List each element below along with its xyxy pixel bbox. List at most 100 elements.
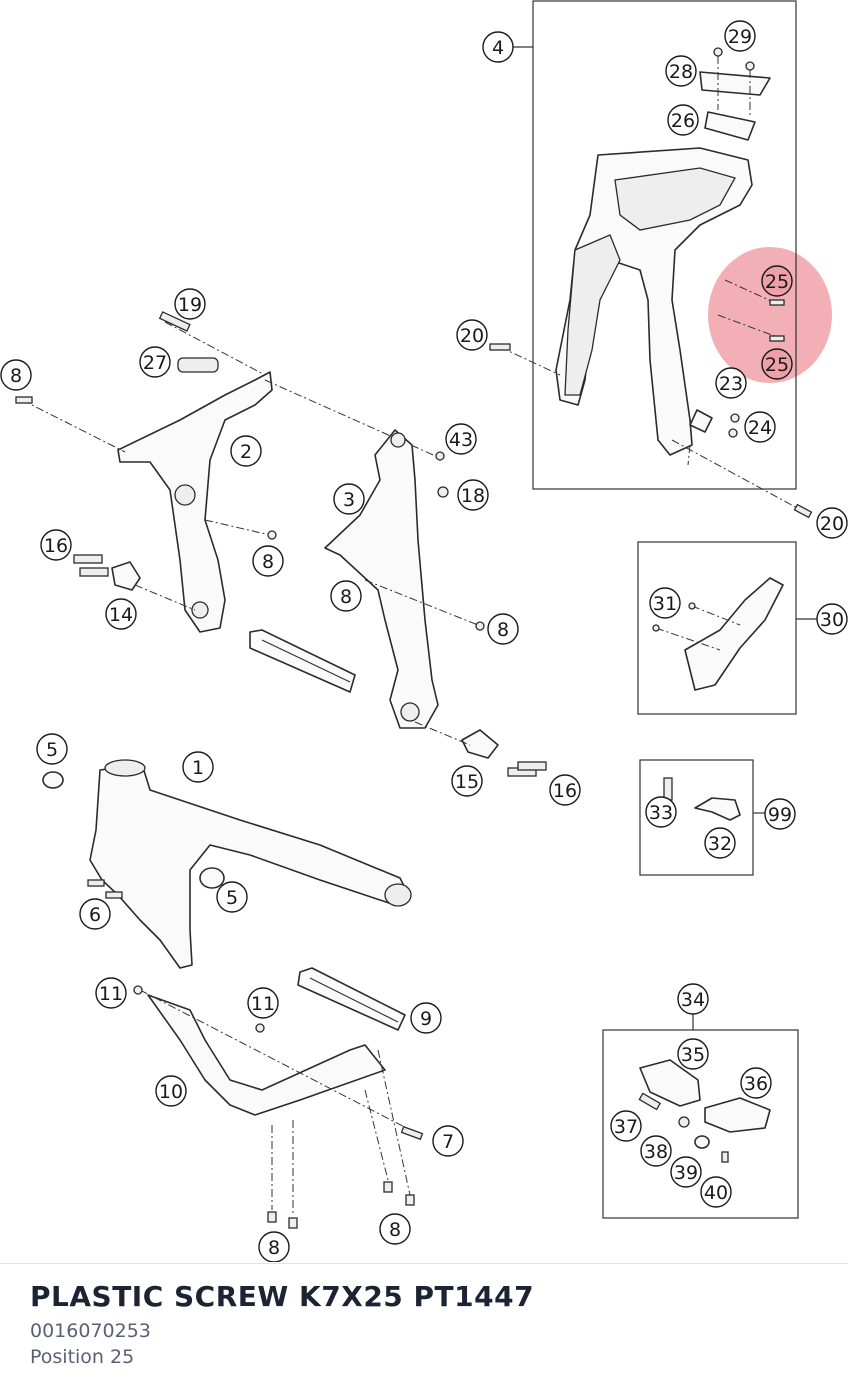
callout-24[interactable]: 24: [744, 411, 776, 443]
callout-label: 36: [744, 1073, 768, 1095]
footpeg-bracket-group-box: [637, 541, 797, 715]
callout-label: 5: [46, 739, 58, 761]
callout-1[interactable]: 1: [182, 751, 214, 783]
callout-4[interactable]: 4: [482, 31, 514, 63]
callout-37[interactable]: 37: [610, 1110, 642, 1142]
callout-label: 31: [653, 593, 677, 615]
callout-5[interactable]: 5: [216, 881, 248, 913]
callout-circle: [79, 898, 111, 930]
callout-8[interactable]: 8: [258, 1231, 290, 1262]
callout-30[interactable]: 30: [816, 603, 848, 635]
callout-circle: [667, 104, 699, 136]
callout-label: 20: [460, 325, 484, 347]
callout-circle: [0, 359, 32, 391]
callout-5[interactable]: 5: [36, 733, 68, 765]
callout-circle: [258, 1231, 290, 1262]
callout-label: 18: [461, 485, 485, 507]
callout-11[interactable]: 11: [95, 977, 127, 1009]
callout-19[interactable]: 19: [174, 288, 206, 320]
callout-circle: [761, 265, 793, 297]
part-info-panel: PLASTIC SCREW K7X25 PT1447 0016070253 Po…: [0, 1263, 848, 1391]
skid-rail: [297, 967, 406, 1031]
callout-20[interactable]: 20: [816, 507, 848, 539]
callout-8[interactable]: 8: [330, 580, 362, 612]
callout-8[interactable]: 8: [379, 1213, 411, 1245]
part-title: PLASTIC SCREW K7X25 PT1447: [30, 1280, 535, 1313]
callout-circle: [155, 1075, 187, 1107]
callout-34[interactable]: 34: [677, 983, 709, 1015]
callout-2[interactable]: 2: [230, 435, 262, 467]
callout-circle: [704, 827, 736, 859]
footpeg-bracket-left: [15, 311, 441, 633]
chain-slider: [249, 629, 356, 693]
callout-9[interactable]: 9: [410, 1002, 442, 1034]
callout-label: 24: [748, 417, 772, 439]
callout-18[interactable]: 18: [457, 479, 489, 511]
callout-circle: [677, 1038, 709, 1070]
callout-8[interactable]: 8: [487, 613, 519, 645]
callout-36[interactable]: 36: [740, 1067, 772, 1099]
callout-16[interactable]: 16: [549, 774, 581, 806]
callout-15[interactable]: 15: [451, 765, 483, 797]
callout-circle: [649, 587, 681, 619]
callout-29[interactable]: 29: [724, 20, 756, 52]
callout-label: 30: [820, 609, 844, 631]
part-number: 0016070253: [30, 1320, 151, 1342]
callout-circle: [724, 20, 756, 52]
callout-39[interactable]: 39: [670, 1156, 702, 1188]
callout-label: 39: [674, 1162, 698, 1184]
callout-26[interactable]: 26: [667, 104, 699, 136]
callout-label: 29: [728, 26, 752, 48]
callout-circle: [549, 774, 581, 806]
callout-25[interactable]: 25: [761, 348, 793, 380]
callout-label: 8: [262, 551, 274, 573]
callout-8[interactable]: 8: [0, 359, 32, 391]
callout-10[interactable]: 10: [155, 1075, 187, 1107]
callout-31[interactable]: 31: [649, 587, 681, 619]
callout-label: 38: [644, 1141, 668, 1163]
main-frame: [42, 759, 412, 969]
callout-label: 8: [497, 619, 509, 641]
callout-38[interactable]: 38: [640, 1135, 672, 1167]
callout-label: 27: [143, 352, 167, 374]
callout-label: 16: [553, 780, 577, 802]
callout-label: 1: [192, 757, 204, 779]
callout-11[interactable]: 11: [247, 987, 279, 1019]
callout-circle: [677, 983, 709, 1015]
callout-32[interactable]: 32: [704, 827, 736, 859]
callout-circle: [252, 545, 284, 577]
callout-circle: [482, 31, 514, 63]
callout-99[interactable]: 99: [764, 798, 796, 830]
callout-25[interactable]: 25: [761, 265, 793, 297]
callout-40[interactable]: 40: [700, 1176, 732, 1208]
skid-plate: [133, 985, 424, 1229]
callout-35[interactable]: 35: [677, 1038, 709, 1070]
callout-16[interactable]: 16: [40, 529, 72, 561]
callout-6[interactable]: 6: [79, 898, 111, 930]
callout-label: 16: [44, 535, 68, 557]
callout-circle: [95, 977, 127, 1009]
callout-23[interactable]: 23: [715, 367, 747, 399]
callout-label: 11: [99, 983, 123, 1005]
callout-circle: [740, 1067, 772, 1099]
callout-14[interactable]: 14: [105, 598, 137, 630]
callout-28[interactable]: 28: [665, 55, 697, 87]
subframe-group-box: [532, 0, 797, 490]
callout-43[interactable]: 43: [445, 423, 477, 455]
callout-label: 11: [251, 993, 275, 1015]
callout-8[interactable]: 8: [252, 545, 284, 577]
callout-label: 35: [681, 1044, 705, 1066]
footpeg-bracket-kit: [652, 577, 784, 691]
callout-33[interactable]: 33: [645, 796, 677, 828]
callout-circle: [40, 529, 72, 561]
callout-label: 43: [449, 429, 473, 451]
callout-7[interactable]: 7: [432, 1125, 464, 1157]
callout-27[interactable]: 27: [139, 346, 171, 378]
callout-label: 8: [268, 1237, 280, 1259]
callout-label: 8: [389, 1219, 401, 1241]
callout-20[interactable]: 20: [456, 319, 488, 351]
callout-label: 8: [340, 586, 352, 608]
callout-circle: [216, 881, 248, 913]
callout-3[interactable]: 3: [333, 483, 365, 515]
callout-label: 14: [109, 604, 133, 626]
